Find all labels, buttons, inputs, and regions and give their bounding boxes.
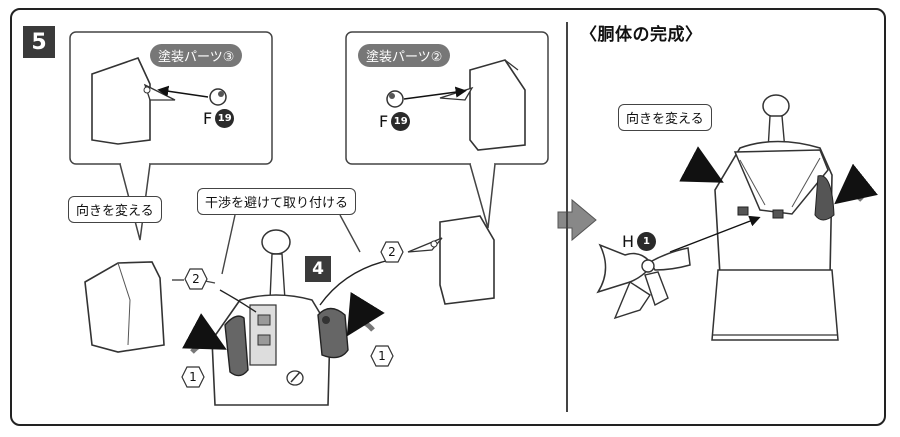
step-marker-2-right: 2	[380, 241, 404, 263]
rotation-arrows-left	[182, 291, 385, 354]
part-number-dot: 19	[391, 112, 411, 131]
torso-assembly	[172, 214, 391, 406]
part-h1: H 1	[622, 232, 657, 251]
part-letter: H	[622, 232, 635, 251]
hexagon-icon	[184, 268, 208, 290]
change-direction-callout-left: 向きを変える	[68, 196, 162, 223]
hexagon-icon	[181, 366, 205, 388]
change-direction-callout-right: 向きを変える	[618, 104, 712, 131]
paint-parts-2-label: 塗装パーツ②	[358, 44, 451, 67]
ribbon-tie-part	[596, 243, 691, 320]
part-letter: F	[379, 112, 389, 131]
hexagon-icon	[380, 241, 404, 263]
part-f19-right: F 19	[379, 112, 411, 131]
instruction-frame	[10, 8, 886, 426]
step-marker-1-left: 1	[181, 366, 205, 388]
sub-step-badge: 4	[305, 256, 331, 282]
section-divider	[566, 22, 568, 412]
completion-heading: 〈胴体の完成〉	[580, 25, 703, 45]
avoid-interference-callout: 干渉を避けて取り付ける	[197, 188, 357, 215]
step-marker-1-right: 1	[370, 345, 394, 367]
step-number-badge: 5	[23, 26, 55, 58]
paint-parts-3-label: 塗装パーツ③	[150, 44, 243, 67]
hexagon-icon	[370, 345, 394, 367]
part-f19-left: F 19	[203, 109, 235, 128]
part-letter: F	[203, 109, 213, 128]
part-number-dot: 1	[637, 232, 657, 251]
next-arrow	[557, 198, 597, 242]
step-marker-2-left: 2	[184, 268, 208, 290]
left-sleeve-part	[84, 261, 165, 353]
right-sleeve-part	[407, 215, 495, 305]
part-number-dot: 19	[215, 109, 235, 128]
completed-torso	[669, 94, 878, 341]
